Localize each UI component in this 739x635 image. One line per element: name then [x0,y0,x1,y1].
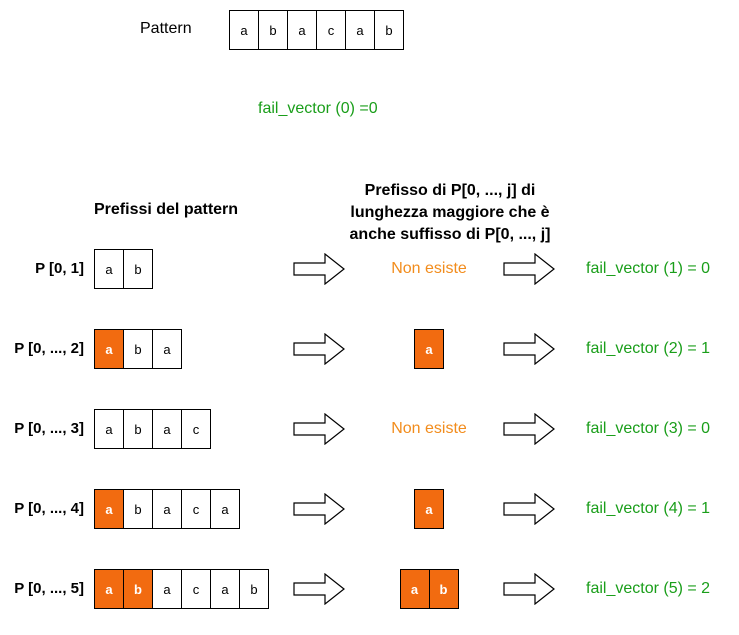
fail-vector-value: fail_vector (2) = 1 [586,340,711,357]
header-longest: Prefisso di P[0, ..., j] di lunghezza ma… [320,180,580,246]
fail-vector-0: fail_vector (0) =0 [258,100,378,117]
arrow-icon [503,333,555,365]
prefix-cell: c [181,409,211,449]
prefix-cell: b [123,569,153,609]
result-cell: b [428,569,459,609]
pattern-cell: c [316,10,346,50]
header-prefixes: Prefissi del pattern [94,201,239,218]
fail-vector-value: fail_vector (5) = 2 [586,580,711,597]
pattern-cell: b [258,10,288,50]
prefix-cell: a [152,569,182,609]
prefix-cell: b [123,329,153,369]
result-cell: a [399,569,430,609]
prefix-cell: b [123,249,153,289]
prefix-cell: a [94,409,124,449]
result-cell: a [414,489,444,529]
pattern-label: Pattern [140,20,192,37]
pattern-cell: a [287,10,317,50]
arrow-icon [293,573,345,605]
row-label: P [0, ..., 4] [14,500,84,517]
prefix-cell: b [239,569,269,609]
arrow-icon [293,253,345,285]
row-label: P [0, 1] [35,260,84,277]
arrow-icon [293,413,345,445]
prefix-cell: c [181,489,211,529]
prefix-cell: a [94,249,124,289]
row-label: P [0, ..., 5] [14,580,84,597]
prefix-cell: a [152,329,182,369]
prefix-cell: a [94,329,124,369]
prefix-cell: a [94,489,124,529]
header-longest-line3: anche suffisso di P[0, ..., j] [349,226,551,243]
header-longest-line2: lunghezza maggiore che è [350,204,550,221]
fail-vector-value: fail_vector (1) = 0 [586,260,711,277]
prefix-cell: b [123,409,153,449]
pattern-cell: b [374,10,404,50]
prefix-cell: a [152,409,182,449]
row-label: P [0, ..., 2] [14,340,84,357]
arrow-icon [503,253,555,285]
prefix-cell: a [94,569,124,609]
prefix-cell: a [210,569,240,609]
result-cells: a [414,489,444,529]
result-text: Non esiste [391,420,467,437]
arrow-icon [503,573,555,605]
prefix-cell: a [210,489,240,529]
pattern-cell: a [345,10,375,50]
prefix-cell: b [123,489,153,529]
arrow-icon [503,493,555,525]
prefix-cell: a [152,489,182,529]
arrow-icon [503,413,555,445]
arrow-icon [293,333,345,365]
pattern-cell: a [229,10,259,50]
result-cell: a [414,329,444,369]
fail-vector-value: fail_vector (3) = 0 [586,420,711,437]
row-label: P [0, ..., 3] [14,420,84,437]
result-text: Non esiste [391,260,467,277]
header-longest-line1: Prefisso di P[0, ..., j] di [364,182,536,199]
arrow-icon [293,493,345,525]
prefix-cell: c [181,569,211,609]
fail-vector-value: fail_vector (4) = 1 [586,500,711,517]
result-cells: a [414,329,444,369]
